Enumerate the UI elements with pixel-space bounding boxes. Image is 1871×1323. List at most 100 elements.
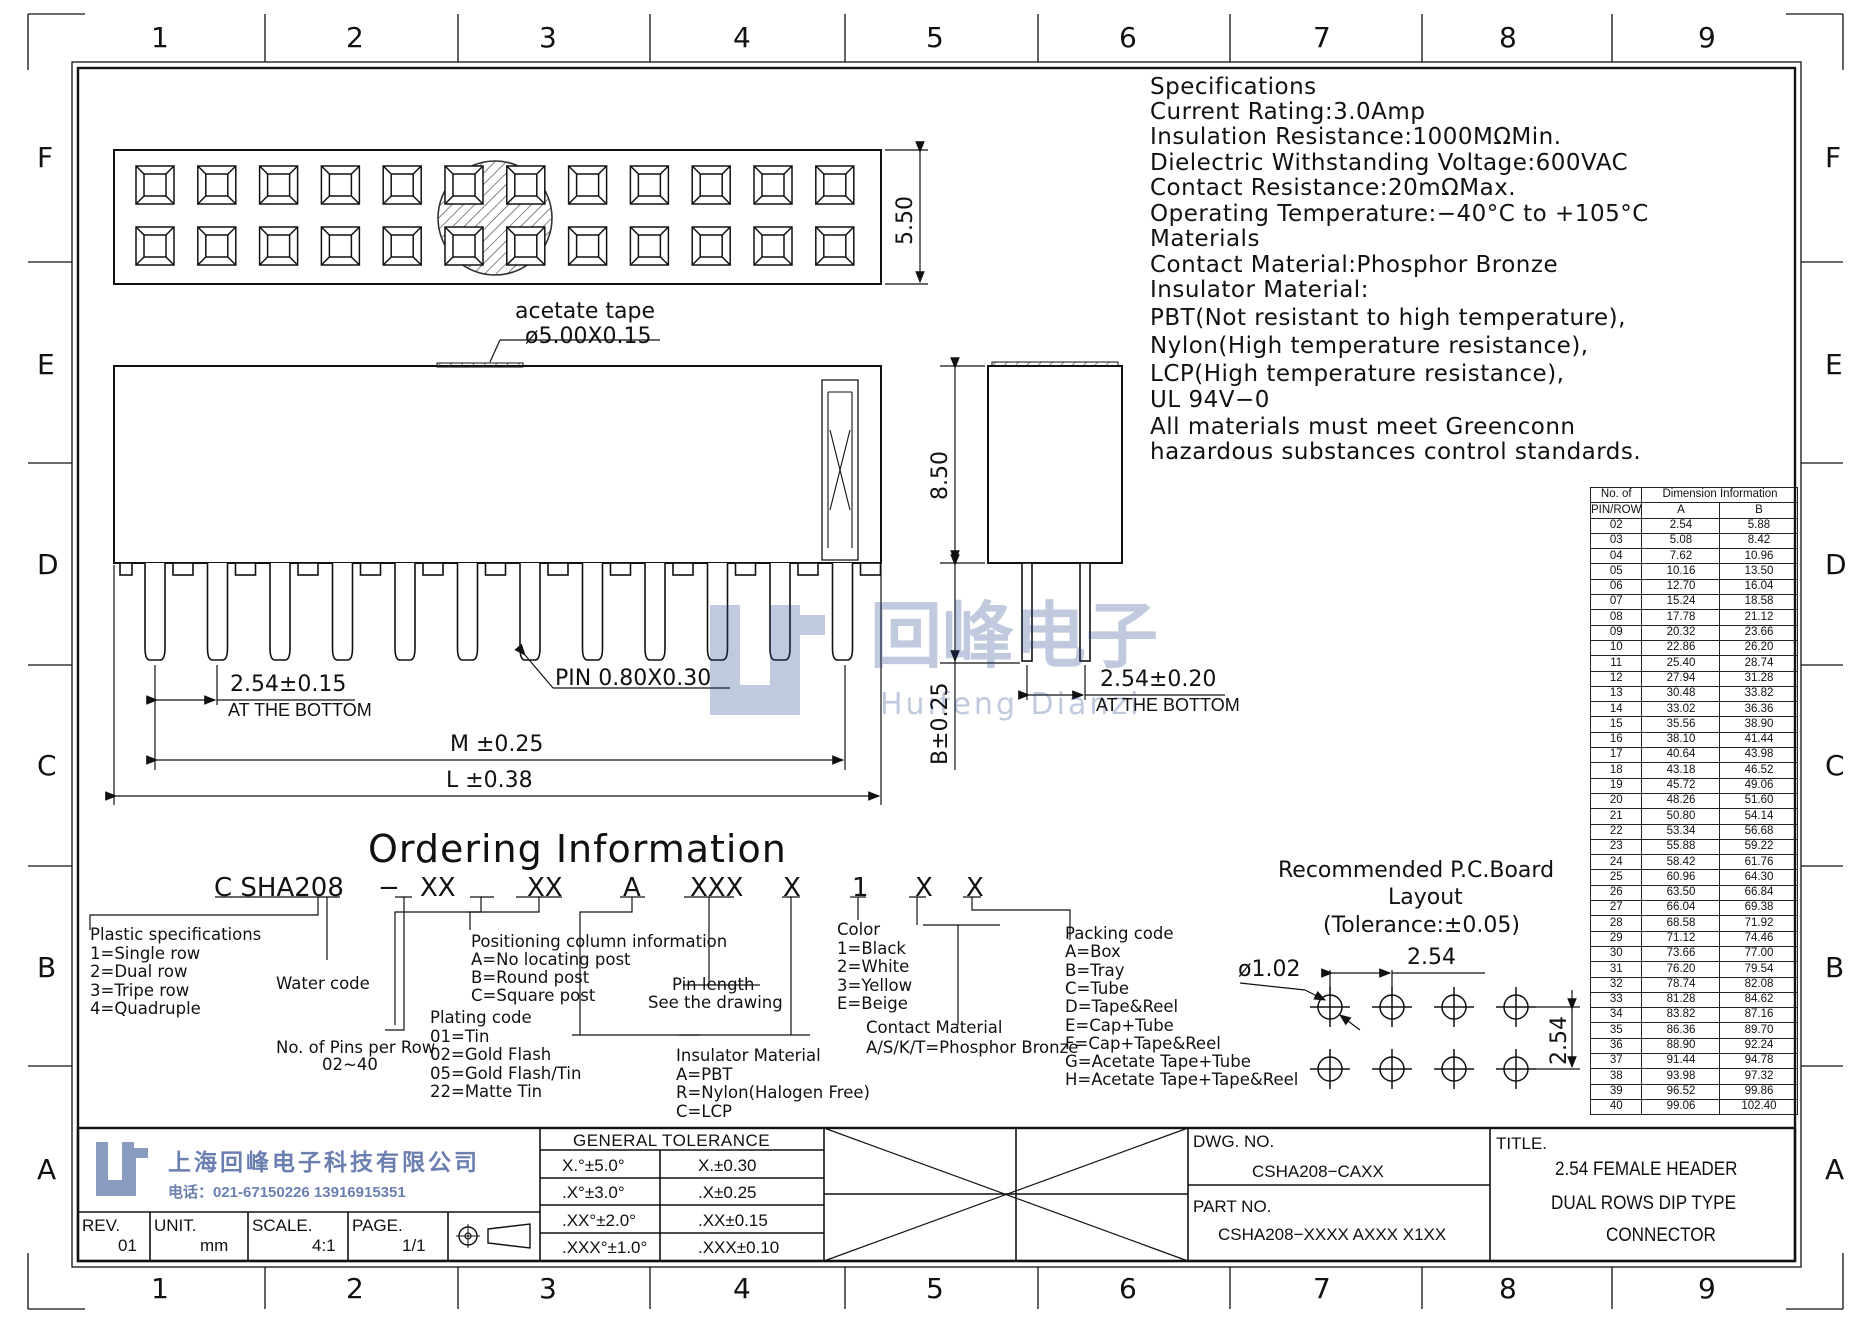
socket-corner-lines (197, 165, 237, 205)
table-cell: 15 (1589, 716, 1643, 733)
table-cell: 79.54 (1719, 961, 1799, 978)
plating-code-option: 22=Matte Tin (430, 1082, 543, 1101)
pin-standoff (234, 562, 257, 576)
spec-line: Current Rating:3.0Amp (1150, 99, 1426, 125)
table-cell: 43.98 (1719, 747, 1799, 764)
table-cell: 38.90 (1719, 716, 1799, 733)
table-cell: 88.90 (1641, 1037, 1721, 1054)
table-cell: 23.66 (1719, 624, 1799, 641)
pcb-title-3: (Tolerance:±0.05) (1323, 913, 1520, 938)
table-cell: 66.84 (1719, 884, 1799, 902)
socket-corner-lines (259, 165, 299, 205)
side-b-dim: B±0.25 (928, 682, 953, 765)
m-dimension: M ±0.25 (450, 732, 544, 757)
table-cell: 18.58 (1719, 594, 1799, 611)
table-cell: 22 (1589, 823, 1643, 840)
pcb-hole-dim: ø1.02 (1238, 957, 1301, 982)
pin (706, 563, 729, 661)
pin-pitch-note: AT THE BOTTOM (228, 700, 372, 720)
color-option: 1=Black (837, 938, 906, 958)
table-cell: 40 (1589, 1098, 1643, 1116)
table-cell: 11 (1589, 655, 1643, 672)
pin (769, 563, 791, 661)
socket-inner (452, 173, 476, 197)
socket-corner-lines (815, 226, 855, 266)
socket-corner-lines (135, 165, 175, 205)
ordering-code-part: XX (420, 873, 456, 903)
pin (269, 563, 291, 661)
grid-row-label-left: B (37, 951, 57, 984)
table-cell: 12.70 (1641, 578, 1721, 596)
grid-row-label-right: B (1825, 951, 1845, 984)
pin-standoff (797, 562, 819, 576)
color-option: 2=White (837, 957, 910, 976)
table-cell: 64.30 (1719, 869, 1799, 886)
tolerance-title: GENERAL TOLERANCE (573, 1131, 771, 1150)
table-cell: 86.36 (1641, 1022, 1721, 1039)
pin-standoff (609, 562, 632, 576)
pin-standoff (359, 562, 382, 576)
table-cell: 91.44 (1641, 1052, 1721, 1070)
table-cell: 38 (1589, 1068, 1643, 1085)
grid-col-label-top: 7 (1313, 21, 1331, 54)
table-cell: 93.98 (1641, 1068, 1721, 1085)
pin (581, 563, 604, 661)
table-cell: 15.24 (1641, 594, 1721, 611)
side-pitch-dim: 2.54±0.20 (1100, 667, 1217, 692)
socket-corner-lines (568, 165, 608, 205)
spec-line: Operating Temperature:−40°C to +105°C (1150, 201, 1649, 227)
plating-code-option: 02=Gold Flash (430, 1045, 552, 1064)
company-name: 上海回峰电子科技有限公司 (168, 1149, 480, 1175)
socket-corner-lines (629, 165, 669, 205)
socket-corner-lines (382, 226, 422, 266)
socket-inner (390, 234, 414, 258)
drawing-title-line: 2.54 FEMALE HEADER (1555, 1159, 1738, 1180)
grid-col-label-bottom: 3 (539, 1272, 557, 1305)
pin-standoff (484, 562, 507, 576)
packing-code-option: E=Cap+Tube (1065, 1015, 1174, 1035)
table-cell: 54.14 (1719, 808, 1799, 825)
socket-inner (637, 234, 662, 258)
plastic-spec-option: 3=Tripe row (90, 980, 190, 1000)
pin (456, 563, 479, 661)
table-cell: 55.88 (1641, 838, 1721, 856)
table-cell: 82.08 (1719, 976, 1799, 993)
table-cell: 78.74 (1641, 976, 1721, 993)
table-cell: 53.34 (1641, 823, 1721, 840)
grid-col-label-bottom: 7 (1313, 1272, 1331, 1305)
pin (519, 563, 541, 661)
grid-col-label-bottom: 2 (346, 1272, 364, 1305)
socket-inner (205, 173, 229, 197)
table-cell: 21.12 (1719, 609, 1799, 626)
socket-inner (328, 234, 353, 258)
socket-corner-lines (753, 226, 793, 266)
grid-col-label-top: 9 (1698, 21, 1716, 54)
spec-line: LCP(High temperature resistance), (1150, 361, 1565, 387)
table-cell: 31 (1589, 961, 1643, 978)
socket-inner (823, 173, 847, 197)
table-cell: 13 (1589, 685, 1643, 703)
insulator-option: R=Nylon(Halogen Free) (676, 1083, 870, 1102)
plastic-spec-option: Plastic specifications (90, 925, 262, 944)
grid-col-label-top: 6 (1119, 21, 1137, 54)
grid-col-label-bottom: 1 (151, 1272, 169, 1305)
table-cell: 28 (1589, 915, 1643, 932)
table-cell: 32 (1589, 976, 1643, 993)
socket-corner-lines (444, 226, 484, 266)
pin (394, 563, 416, 661)
socket-inner (205, 234, 229, 258)
grid-row-label-left: C (37, 749, 57, 782)
pin-standoff (859, 562, 882, 576)
table-cell: 31.28 (1719, 670, 1799, 687)
